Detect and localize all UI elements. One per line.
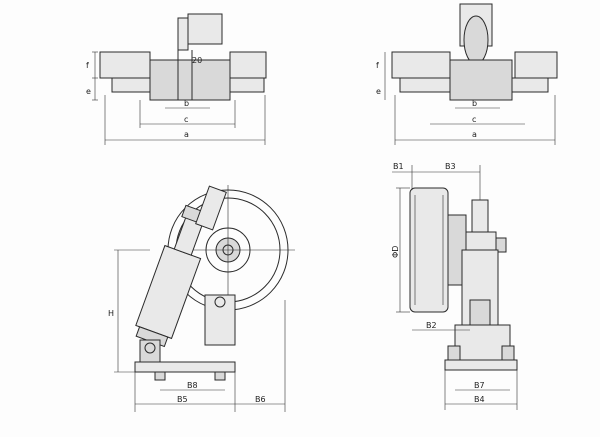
top-arm	[195, 185, 227, 231]
dim-a: a	[184, 130, 189, 139]
dim-B4: B4	[474, 395, 485, 404]
dim-B2: B2	[426, 321, 437, 330]
pivot-pin	[214, 296, 226, 308]
wheel	[463, 15, 489, 65]
knob	[495, 237, 507, 253]
dim-c: c	[472, 115, 476, 124]
dim-20: 20	[192, 56, 202, 65]
dim-B7: B7	[474, 381, 485, 390]
center-body	[449, 59, 513, 101]
left-block	[391, 51, 451, 79]
lug-pin	[144, 342, 156, 354]
dim-B8: B8	[187, 381, 198, 390]
center-body	[149, 59, 231, 101]
upper-post	[177, 17, 189, 51]
dim-B3: B3	[445, 162, 456, 171]
side-view: B1 B3 ΦD B2 B7 B4	[391, 162, 518, 410]
dim-H: H	[108, 309, 114, 318]
bolt-right	[501, 345, 515, 361]
dim-b: b	[184, 99, 189, 108]
dim-B1: B1	[393, 162, 404, 171]
cylinder-body	[135, 244, 202, 340]
axle-block	[465, 231, 497, 251]
right-block	[514, 51, 558, 79]
dim-b: b	[472, 99, 477, 108]
left-block	[99, 51, 151, 79]
bolt-right	[214, 371, 226, 381]
front-view: H B8 B5 B6	[108, 185, 295, 412]
dim-f: f	[86, 61, 89, 70]
support-bracket	[454, 324, 511, 361]
dim-D: ΦD	[391, 246, 400, 258]
upper-block	[187, 13, 223, 45]
wheel-profile	[409, 187, 449, 313]
dim-B6: B6	[255, 395, 266, 404]
dim-c: c	[184, 115, 188, 124]
top-view-left: f e b c a 20	[86, 13, 267, 145]
top-fitting	[471, 199, 489, 233]
base-plate	[134, 361, 236, 373]
dim-a: a	[472, 130, 477, 139]
base-plate	[444, 359, 518, 371]
right-block	[229, 51, 267, 79]
bolt-left	[154, 371, 166, 381]
dim-B5: B5	[177, 395, 188, 404]
top-view-right: f e b c a	[376, 3, 558, 145]
dim-e: e	[86, 87, 91, 96]
dim-e: e	[376, 87, 381, 96]
support-bracket	[204, 294, 236, 346]
dim-f: f	[376, 61, 379, 70]
base-lug	[139, 339, 161, 363]
bolt-left	[447, 345, 461, 361]
